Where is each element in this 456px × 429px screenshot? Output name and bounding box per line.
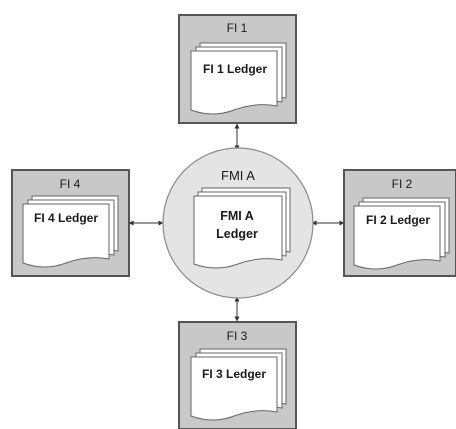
- ledger-page-front: [353, 205, 441, 270]
- ledger-page-front: [193, 195, 283, 269]
- fi4-ledger-stack: [22, 195, 119, 268]
- fmi-title: FMI A: [221, 168, 255, 183]
- fi2-title: FI 2: [392, 177, 413, 191]
- institution-fi1: FI 1 FI 1 Ledger: [178, 14, 297, 124]
- institution-fi2: FI 2 FI 2 Ledger: [343, 169, 456, 277]
- fmi-node: FMI A FMI A Ledger: [162, 147, 314, 299]
- fi4-title: FI 4: [60, 177, 81, 191]
- fi3-ledger-label: FI 3 Ledger: [202, 367, 266, 381]
- fmi-ledger-stack: [193, 187, 291, 269]
- institution-fi3: FI 3 FI 3 Ledger: [178, 321, 297, 429]
- fi1-ledger-label: FI 1 Ledger: [203, 62, 267, 76]
- fi3-title: FI 3: [227, 329, 248, 343]
- fi4-ledger-label: FI 4 Ledger: [34, 211, 98, 225]
- fi1-ledger-stack: [190, 42, 287, 115]
- fi2-ledger-stack: [353, 197, 450, 270]
- ledger-page-front: [22, 203, 110, 268]
- connectors: [128, 123, 345, 322]
- ledger-page-front: [190, 356, 278, 421]
- fmi-ledger-label-line1: FMI A: [220, 209, 254, 223]
- fmi-ledger-label-line2: Ledger: [216, 227, 258, 241]
- fi2-ledger-label: FI 2 Ledger: [366, 213, 430, 227]
- fi1-title: FI 1: [227, 21, 248, 35]
- institution-fi4: FI 4 FI 4 Ledger: [11, 169, 130, 277]
- fi3-ledger-stack: [190, 348, 287, 421]
- ledger-page-front: [190, 50, 278, 115]
